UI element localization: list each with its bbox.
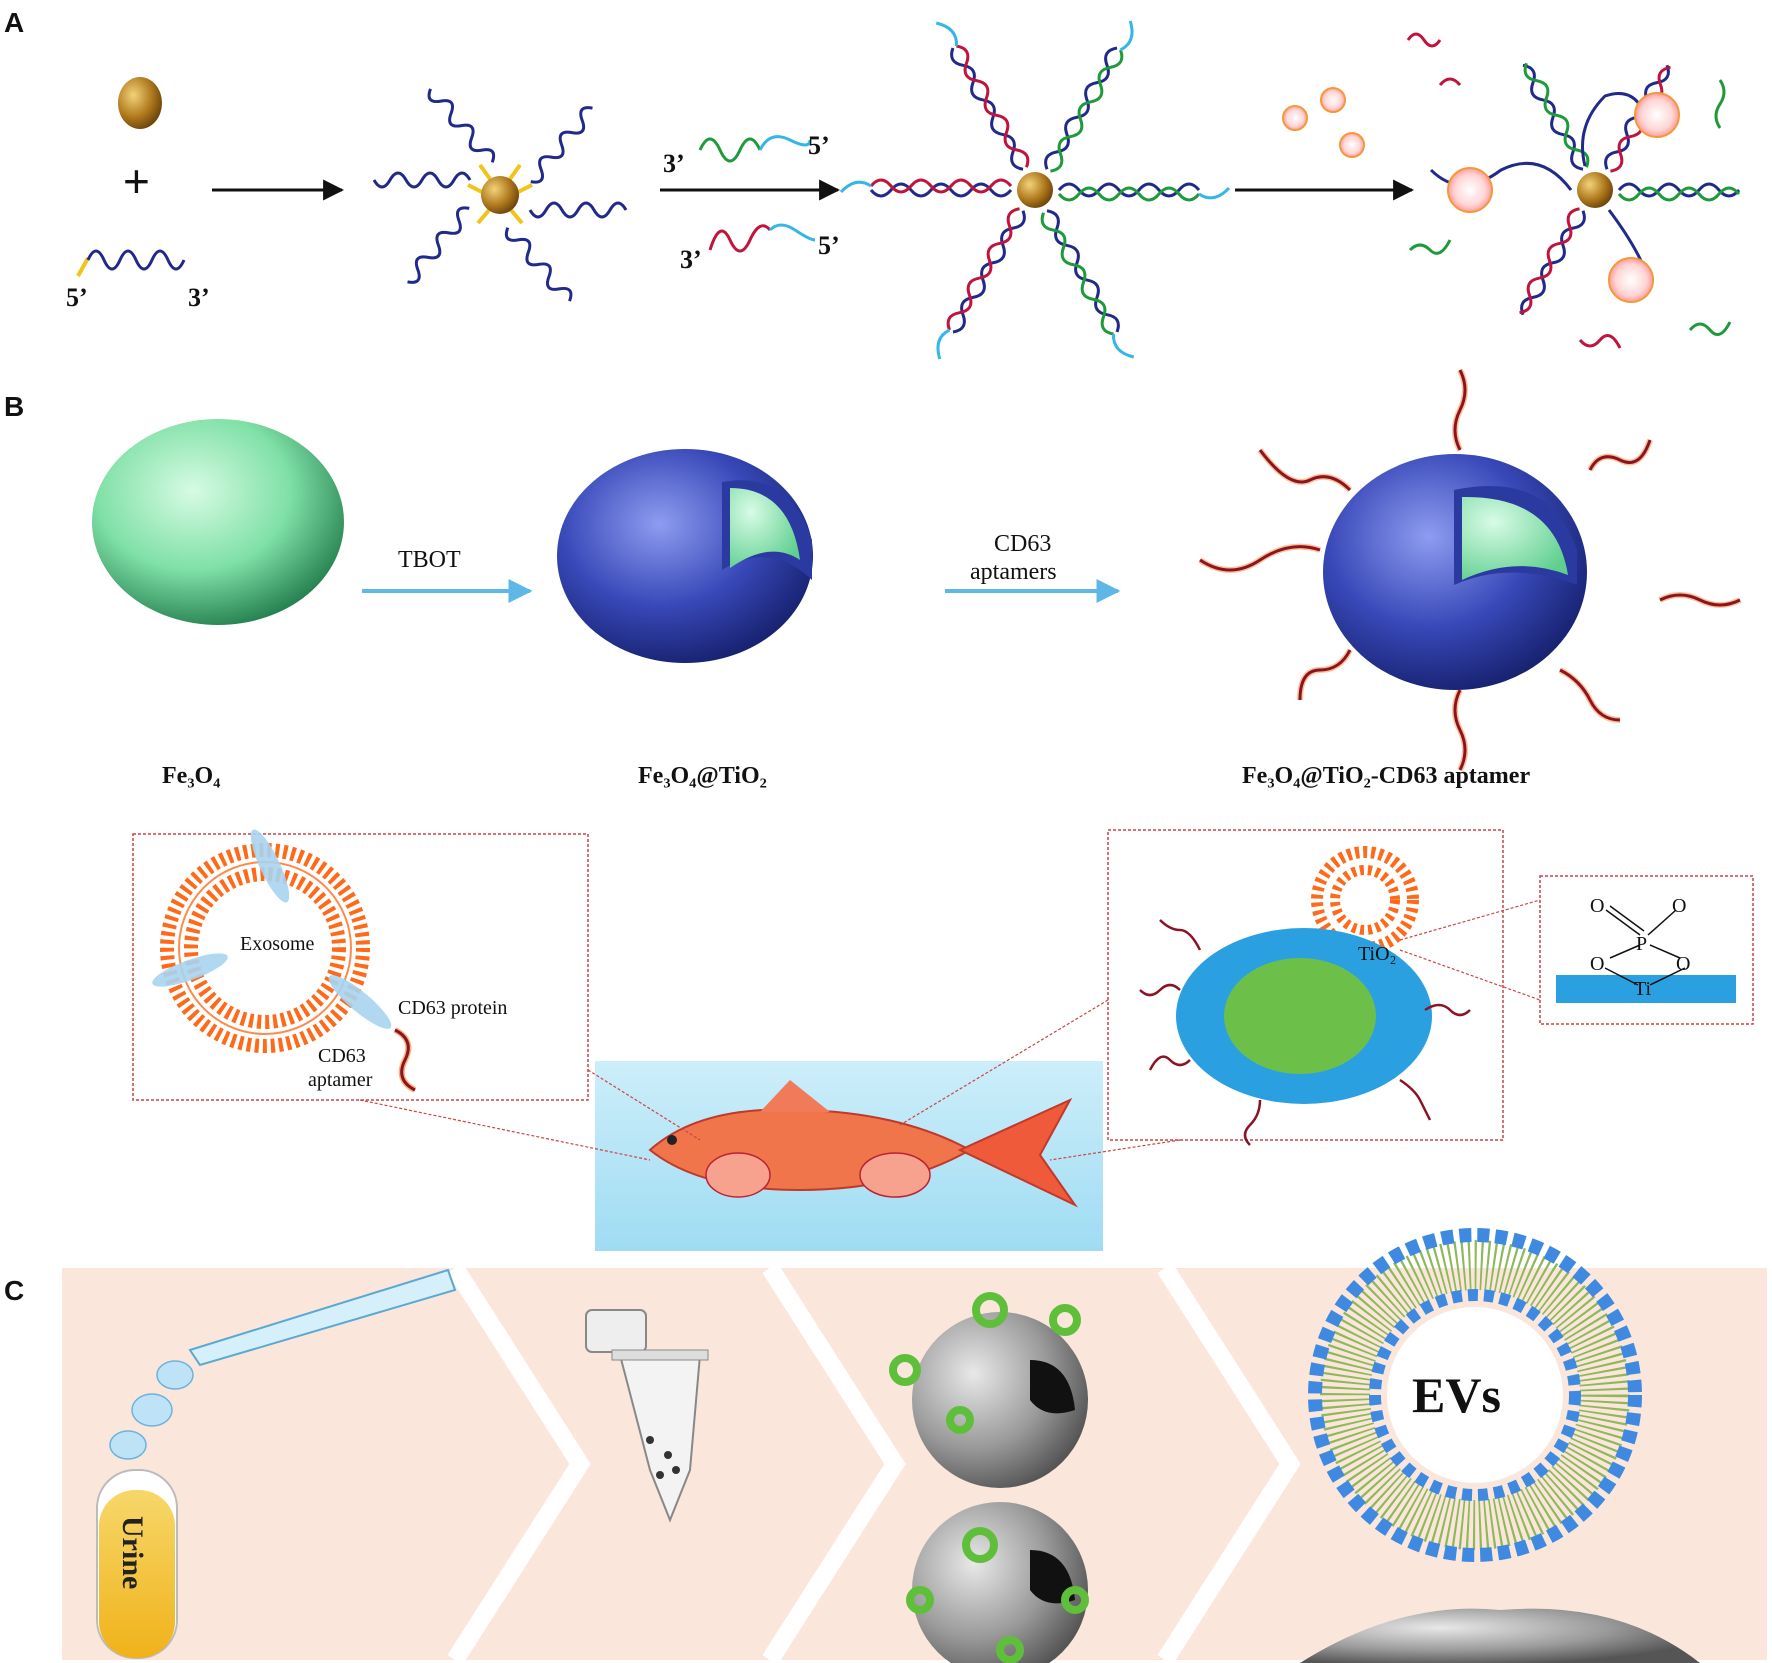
phosphate-bonds: [1604, 905, 1686, 986]
tio2-label: TiO₂: [1358, 943, 1397, 965]
probe-5-prime: 5’: [66, 283, 88, 312]
dna-probe: [76, 249, 186, 277]
inset-connectors: [359, 899, 1541, 1161]
panel-label-b: B: [4, 391, 24, 422]
fish-illustration: [648, 1080, 1079, 1208]
panel-label-a: A: [4, 7, 24, 38]
chem-o-right-bottom: O: [1676, 953, 1690, 975]
chem-o-right-top: O: [1672, 895, 1686, 917]
panel-label-c: C: [4, 1275, 24, 1306]
red-strand-5-prime: 5’: [818, 231, 840, 260]
probe-3-prime: 3’: [188, 283, 210, 312]
arrow-b2-label-2: aptamers: [970, 559, 1057, 585]
caption-conjugate: Fe₃O₄@TiO₂-CD63 aptamer: [1242, 763, 1530, 789]
porous-spheres: [889, 1292, 1089, 1663]
chem-p: P: [1636, 933, 1647, 955]
exosome-vesicles-small: [1282, 87, 1365, 158]
green-strand: [698, 137, 762, 163]
ti-surface: [1556, 975, 1736, 1003]
green-strand-5-prime: 5’: [808, 131, 830, 160]
probe-functionalized-bead: [372, 88, 628, 302]
caption-fe3o4-tio2: Fe₃O₄@TiO₂: [638, 763, 767, 789]
exosome-bilayer: [152, 829, 392, 1053]
green-strand-tail: [758, 135, 812, 151]
green-strand-3-prime: 3’: [663, 149, 685, 178]
tube-label: Urine: [116, 1516, 149, 1589]
red-strand: [708, 224, 772, 253]
cd63-aptamer-label-2: aptamer: [308, 1069, 373, 1091]
arrow-b1-label: TBOT: [398, 547, 461, 573]
inset-particle: [1139, 919, 1471, 1146]
ev-vesicle: [1300, 1228, 1700, 1663]
captured-exosome-bead: [1429, 62, 1741, 316]
caption-fe3o4: Fe₃O₄: [162, 763, 220, 789]
microcentrifuge-tube: [585, 1309, 709, 1523]
fe3o4-core: [92, 419, 344, 625]
released-strands: [1406, 32, 1732, 349]
exosome-label: Exosome: [240, 933, 315, 955]
hybridized-bead: [839, 20, 1231, 360]
red-strand-tail: [768, 223, 816, 242]
fe3o4-tio2-particle: [557, 449, 813, 663]
cd63-protein-label: CD63 protein: [398, 997, 507, 1019]
arrow-b2-label-1: CD63: [994, 531, 1051, 557]
chem-o-left-top: O: [1590, 895, 1604, 917]
chem-o-left-bottom: O: [1590, 953, 1604, 975]
aptamer-conjugated-particle: [1198, 368, 1742, 772]
cd63-aptamer-label-1: CD63: [318, 1045, 366, 1067]
gold-nanoparticle: [118, 77, 162, 129]
evs-label: EVs: [1412, 1367, 1501, 1423]
urine-tube: [96, 1469, 178, 1659]
droplets: [109, 1360, 194, 1460]
red-strand-3-prime: 3’: [680, 245, 702, 274]
plus-sign: +: [123, 155, 150, 207]
pipette: [188, 1268, 457, 1367]
step-chevrons: [447, 1263, 1301, 1663]
chem-ti: Ti: [1634, 978, 1652, 1000]
